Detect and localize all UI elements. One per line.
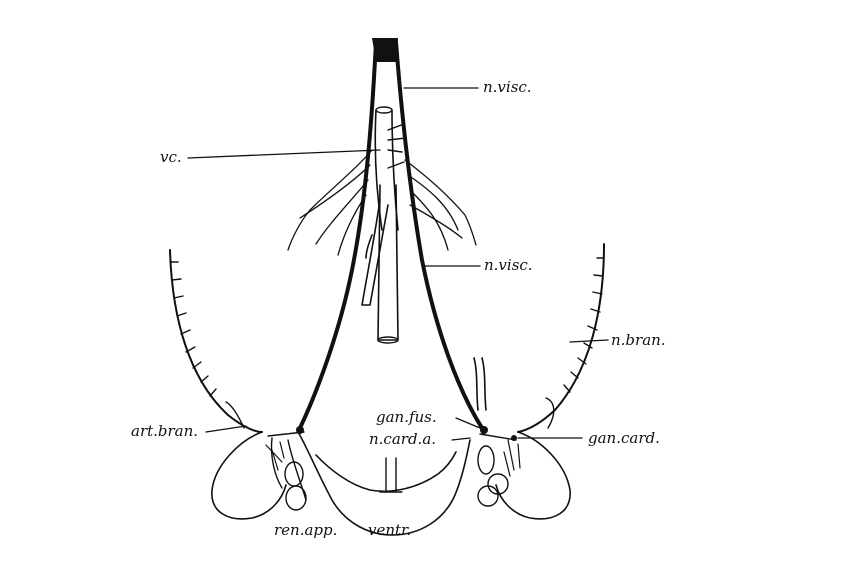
- label-n-visc-top: n.visc.: [483, 80, 532, 95]
- label-ventr: ventr.: [368, 523, 411, 538]
- label-gan-fus: gan.fus.: [376, 410, 437, 425]
- branchial-arc-left: [170, 250, 262, 432]
- label-ren-app: ren.app.: [274, 523, 337, 538]
- leader-lines: [188, 88, 608, 440]
- label-n-bran: n.bran.: [611, 333, 666, 348]
- label-vc: vc.: [160, 150, 182, 165]
- label-n-visc-mid: n.visc.: [484, 258, 533, 273]
- label-art-bran: art.bran.: [131, 424, 198, 439]
- label-n-card-a: n.card.a.: [369, 432, 436, 447]
- label-gan-card: gan.card.: [588, 431, 660, 446]
